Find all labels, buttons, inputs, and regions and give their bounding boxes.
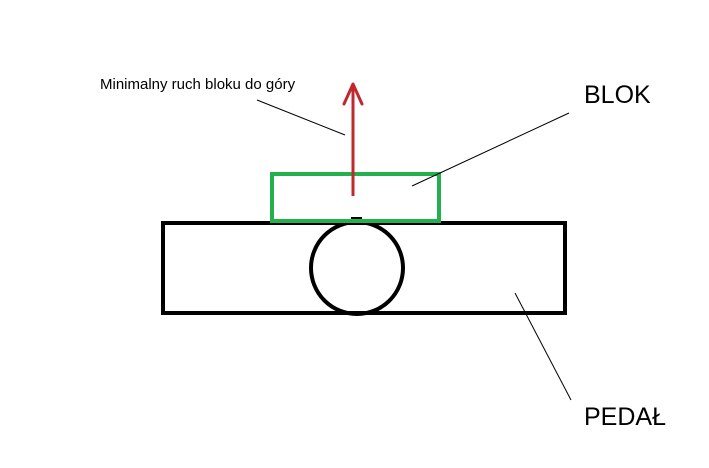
block-leader-line [411, 112, 570, 187]
block-rect [270, 172, 441, 223]
pedal-body [161, 221, 567, 315]
annotation-leader-line [256, 99, 346, 136]
block-label: BLOK [584, 81, 651, 109]
pedal-label: PEDAŁ [584, 403, 666, 431]
movement-annotation-label: Minimalny ruch bloku do góry [100, 76, 296, 93]
pedal-axle-circle [309, 220, 405, 316]
pedal-leader-line [514, 292, 572, 401]
up-arrow-head [342, 82, 364, 106]
